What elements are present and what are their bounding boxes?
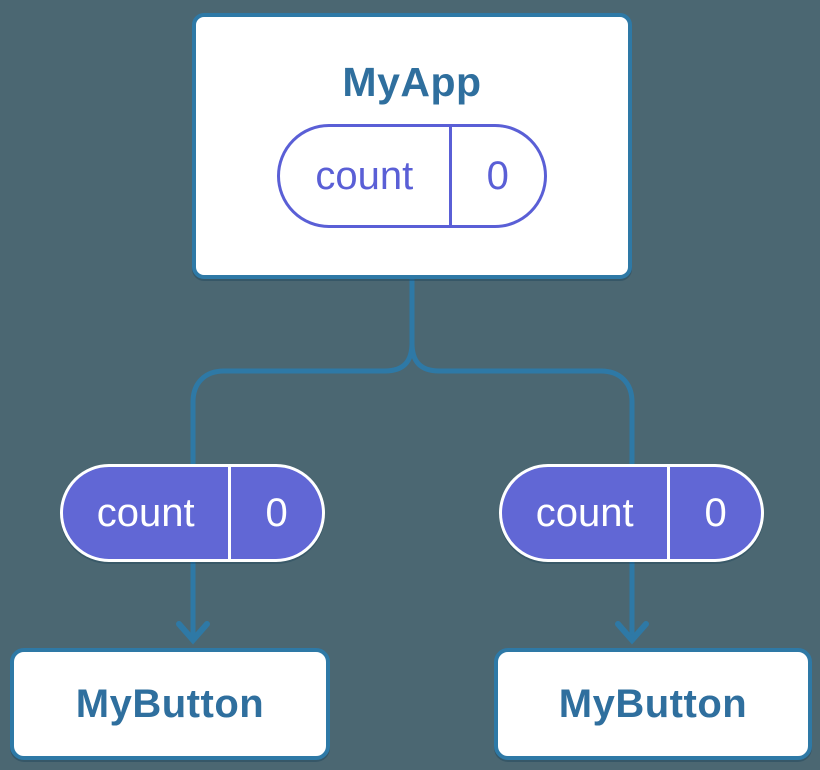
component-title: MyButton bbox=[75, 682, 265, 726]
component-card-myapp: MyApp count 0 bbox=[192, 13, 632, 279]
connector-branch-left bbox=[190, 342, 415, 637]
component-card-mybutton-left: MyButton bbox=[10, 648, 330, 760]
prop-pill-right: count 0 bbox=[499, 464, 764, 562]
arrow-down-icon bbox=[615, 621, 649, 645]
arrow-down-icon bbox=[176, 621, 210, 645]
connector-branch-right bbox=[409, 342, 635, 637]
prop-pill-label: count bbox=[502, 467, 671, 559]
component-title: MyButton bbox=[558, 682, 748, 726]
state-pill-label: count bbox=[280, 127, 452, 226]
prop-pill-value: 0 bbox=[265, 490, 288, 535]
prop-pill-label: count bbox=[63, 467, 232, 559]
state-pill: count 0 bbox=[277, 124, 547, 229]
component-title: MyApp bbox=[342, 59, 482, 105]
state-pill-value: 0 bbox=[486, 153, 509, 198]
component-card-mybutton-right: MyButton bbox=[494, 648, 812, 760]
prop-pill-value: 0 bbox=[704, 490, 727, 535]
prop-pill-left: count 0 bbox=[60, 464, 325, 562]
